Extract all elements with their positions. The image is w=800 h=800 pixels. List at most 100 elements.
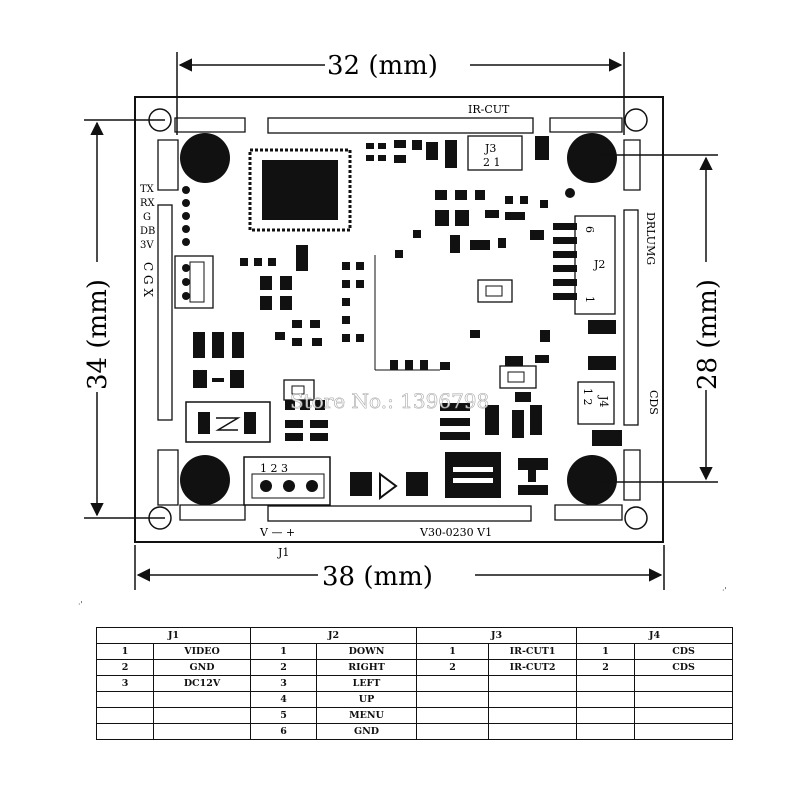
j3-pins: 2 1 [483,156,501,169]
table-cell: 4 [250,691,318,708]
table-cell: RIGHT [316,659,418,676]
j1-polarity: V — + [259,526,295,539]
table-cell [416,691,490,708]
table-cell [416,675,490,692]
left-pin-labels: TX RX G DB 3V C G X [140,184,156,297]
table-cell: 2 [96,659,154,676]
j4-connector: 1 2 J4 CDS [577,381,660,446]
table-cell: 1 [96,643,154,660]
table-cell: IR-CUT2 [488,659,578,676]
smd-components [193,136,616,496]
version-label: V30-0230 V1 [419,526,492,539]
j2-label: J2 [593,258,605,271]
tick-mark-left: ·' [78,600,83,609]
j3-label: J3 [484,142,496,155]
dimension-top-label: 32 (mm) [327,51,438,81]
dimension-bottom [134,545,665,590]
table-cell: IR-CUT1 [488,643,578,660]
table-cell: 3 [96,675,154,692]
j1-connector: 1 2 3 V — + J1 V30-0230 V1 [243,456,492,559]
table-cell [634,723,734,740]
table-cell [96,723,154,740]
table-cell [634,707,734,724]
dimension-right [600,154,718,483]
j1-pins: 1 2 3 [260,462,288,475]
table-cell [634,675,734,692]
corner-slots [157,117,641,522]
dimension-bottom-label: 38 (mm) [322,562,433,592]
power-components [185,255,537,500]
j3-connector: J3 2 1 IR-CUT [467,103,523,171]
table-cell [488,707,578,724]
table-cell [634,691,734,708]
header-j2: J2 [250,627,418,644]
cgx-label: C G X [141,262,155,297]
table-cell [416,707,490,724]
j4-pins: 1 2 [581,388,594,406]
table-cell [152,691,252,708]
pcb-dimension-diagram: J3 2 1 IR-CUT J2 6 1 DRLUMG 1 2 J4 CDS T… [83,51,723,592]
table-cell: LEFT [316,675,418,692]
j2-connector: J2 6 1 DRLUMG [553,212,657,315]
table-cell [488,723,578,740]
header-j4: J4 [576,627,734,644]
header-j1: J1 [95,627,252,644]
table-cell: 1 [250,643,318,660]
table-header-row: J1 J2 J3 J4 [95,627,734,644]
table-cell: DC12V [152,675,252,692]
table-cell: UP [316,691,418,708]
table-cell [416,723,490,740]
table-cell: GND [316,723,418,740]
table-cell: MENU [316,707,418,724]
drlumg-label: DRLUMG [644,212,657,265]
table-cell [576,707,636,724]
store-watermark: Store No.: 1396798 [290,389,489,413]
table-cell: 2 [250,659,318,676]
table-cell: 2 [416,659,490,676]
table-cell: CDS [634,643,734,660]
table-cell [152,723,252,740]
header-j3: J3 [416,627,578,644]
table-cell: VIDEO [152,643,252,660]
left-label-rx: RX [140,198,156,209]
main-ic [248,148,352,232]
tick-mark-right: ·' [722,586,727,595]
table-cell [576,691,636,708]
table-cell: 1 [576,643,636,660]
table-cell: 5 [250,707,318,724]
table-cell [576,723,636,740]
table-cell [96,691,154,708]
mounting-pads [180,133,617,505]
table-cell: 2 [576,659,636,676]
table-cell: 1 [416,643,490,660]
ir-cut-label: IR-CUT [468,103,510,116]
j2-pin-bottom: 1 [583,296,596,303]
dimension-left-label: 34 (mm) [83,279,113,390]
j2-pin-top: 6 [583,226,596,233]
table-cell: 6 [250,723,318,740]
debug-header-dots [182,186,190,246]
table-cell [152,707,252,724]
j4-label: J4 [597,395,610,407]
left-label-db: DB [140,226,155,237]
dimension-top [176,52,625,135]
table-cell: 3 [250,675,318,692]
table-cell [576,675,636,692]
j1-label: J1 [277,546,289,559]
dimension-left [84,119,165,519]
left-label-tx: TX [140,184,155,195]
table-cell: DOWN [316,643,418,660]
table-cell: GND [152,659,252,676]
table-cell [488,675,578,692]
dimension-right-label: 28 (mm) [693,279,723,390]
table-cell [96,707,154,724]
cgx-connector [174,255,214,309]
left-label-g: G [143,212,151,223]
